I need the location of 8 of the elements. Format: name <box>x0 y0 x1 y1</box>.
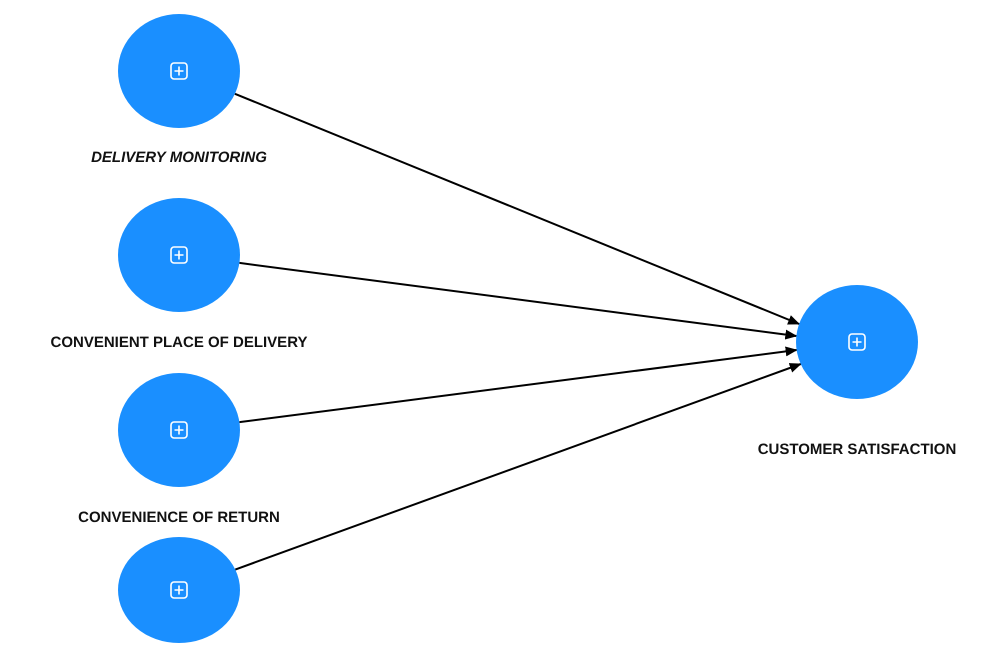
construct-label: CONVENIENT PLACE OF DELIVERY <box>50 334 308 352</box>
construct-label: CUSTOMER SATISFACTION <box>756 441 958 459</box>
arrow <box>239 346 798 424</box>
arrow <box>239 262 798 340</box>
arrow <box>234 363 802 570</box>
construct-label: CONVENIENCE OF RETURN <box>77 509 281 527</box>
construct-label: DELIVERY MONITORING <box>90 149 268 167</box>
arrow <box>234 92 800 325</box>
